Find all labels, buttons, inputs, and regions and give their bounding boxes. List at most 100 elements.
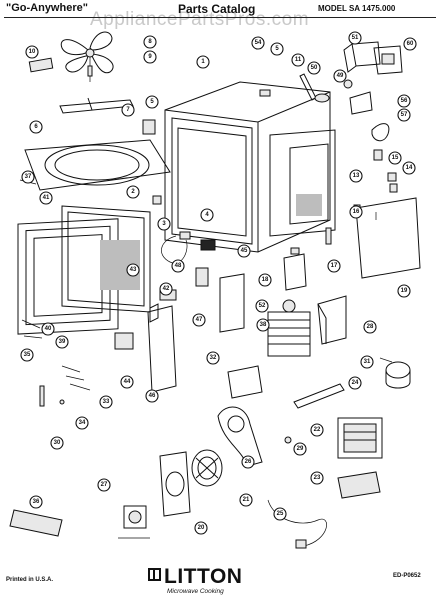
- power-cord-part: [267, 499, 327, 549]
- capacitor-part: [379, 357, 411, 389]
- svg-text:23: 23: [314, 475, 321, 481]
- callout-16: 16: [349, 205, 363, 219]
- svg-text:6: 6: [34, 124, 38, 130]
- callout-7: 7: [121, 103, 135, 117]
- filter-part: [28, 57, 54, 73]
- svg-text:20: 20: [198, 525, 205, 531]
- callout-49: 49: [333, 69, 347, 83]
- transformer-part: [337, 417, 383, 459]
- svg-text:42: 42: [163, 286, 170, 292]
- header-divider: [4, 17, 436, 18]
- svg-text:40: 40: [45, 326, 52, 332]
- callout-40: 40: [41, 322, 55, 336]
- callout-22: 22: [310, 423, 324, 437]
- transformer-bracket-part: [195, 267, 245, 333]
- svg-text:21: 21: [243, 497, 250, 503]
- model-number: MODEL SA 1475.000: [318, 4, 396, 13]
- svg-text:22: 22: [314, 427, 321, 433]
- watermark: AppliancePartsPros.com: [90, 9, 310, 30]
- svg-text:15: 15: [392, 155, 399, 161]
- fan-duct-part: [217, 406, 263, 467]
- brand-name: LITTON: [164, 565, 243, 588]
- svg-text:8: 8: [148, 39, 152, 45]
- svg-text:39: 39: [59, 339, 66, 345]
- blower-housing-part: [159, 451, 191, 517]
- diode-bracket-part: [293, 383, 345, 409]
- callout-60: 60: [403, 37, 417, 51]
- callout-57: 57: [397, 108, 411, 122]
- callout-35: 35: [20, 348, 34, 362]
- callout-3: 3: [157, 217, 171, 231]
- callout-50: 50: [307, 61, 321, 75]
- callout-8: 8: [143, 35, 157, 49]
- svg-text:24: 24: [352, 380, 359, 386]
- svg-text:17: 17: [331, 263, 338, 269]
- switch-bracket-part: [343, 41, 381, 73]
- svg-text:1: 1: [201, 59, 205, 65]
- svg-text:57: 57: [401, 112, 408, 118]
- callout-27: 27: [97, 478, 111, 492]
- callout-51: 51: [348, 31, 362, 45]
- callout-47: 47: [192, 313, 206, 327]
- svg-text:47: 47: [196, 317, 203, 323]
- svg-text:4: 4: [205, 212, 209, 218]
- callout-36: 36: [29, 495, 43, 509]
- svg-text:5: 5: [275, 46, 279, 52]
- svg-text:48: 48: [175, 263, 182, 269]
- base-plate-part: [24, 139, 171, 191]
- svg-text:16: 16: [353, 209, 360, 215]
- callout-42: 42: [159, 282, 173, 296]
- callout-18: 18: [258, 273, 272, 287]
- svg-text:31: 31: [364, 359, 371, 365]
- svg-text:36: 36: [33, 499, 40, 505]
- svg-text:50: 50: [311, 65, 318, 71]
- svg-text:44: 44: [124, 379, 131, 385]
- callout-34: 34: [75, 416, 89, 430]
- callout-38: 38: [256, 318, 270, 332]
- page-title: Parts Catalog: [178, 2, 256, 16]
- svg-text:26: 26: [245, 459, 252, 465]
- callout-52: 52: [255, 299, 269, 313]
- callout-26: 26: [241, 455, 255, 469]
- small-bracket-part: [142, 119, 156, 135]
- svg-text:30: 30: [54, 440, 61, 446]
- callout-11: 11: [291, 53, 305, 67]
- callout-39: 39: [55, 335, 69, 349]
- callout-24: 24: [348, 376, 362, 390]
- svg-text:27: 27: [101, 482, 108, 488]
- callout-31: 31: [360, 355, 374, 369]
- fan-blade-part: [60, 31, 114, 82]
- interlock-switch-part: [371, 123, 390, 161]
- wire-harness-part: [152, 195, 191, 264]
- svg-text:28: 28: [367, 324, 374, 330]
- litton-mark-icon: [148, 568, 161, 581]
- screw-hardware-part: [19, 179, 292, 444]
- document-id: ED-P0652: [393, 573, 421, 579]
- svg-text:19: 19: [401, 288, 408, 294]
- callout-25: 25: [273, 507, 287, 521]
- callout-9: 9: [143, 50, 157, 64]
- callout-21: 21: [239, 493, 253, 507]
- callout-13: 13: [349, 169, 363, 183]
- svg-text:45: 45: [241, 248, 248, 254]
- callout-19: 19: [397, 284, 411, 298]
- callout-43: 43: [126, 263, 140, 277]
- svg-text:25: 25: [277, 511, 284, 517]
- svg-text:33: 33: [103, 399, 110, 405]
- callout-20: 20: [194, 521, 208, 535]
- callout-37: 37: [21, 170, 35, 184]
- svg-text:38: 38: [260, 322, 267, 328]
- svg-text:41: 41: [43, 195, 50, 201]
- callout-14: 14: [402, 161, 416, 175]
- callout-46: 46: [145, 389, 159, 403]
- callout-28: 28: [363, 320, 377, 334]
- callout-1: 1: [196, 55, 210, 69]
- svg-text:46: 46: [149, 393, 156, 399]
- callout-5b: 5: [270, 42, 284, 56]
- fuse-holder-part: [373, 45, 403, 75]
- svg-text:14: 14: [406, 165, 413, 171]
- svg-text:56: 56: [401, 98, 408, 104]
- callout-32: 32: [206, 351, 220, 365]
- waveguide-part: [317, 295, 347, 345]
